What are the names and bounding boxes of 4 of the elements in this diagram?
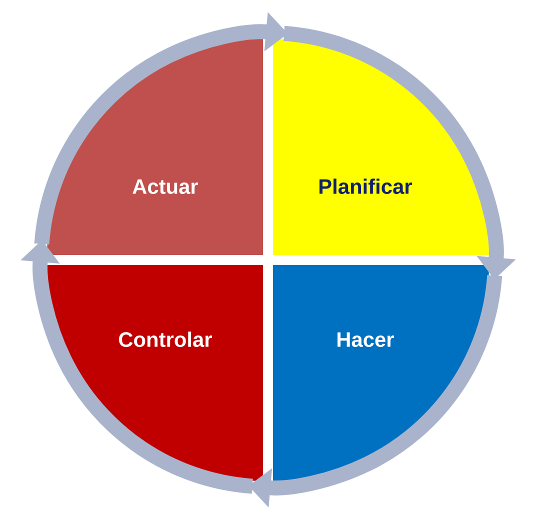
- quadrant-sector: Hacer: [273, 264, 489, 481]
- quadrant-sector: Actuar: [47, 39, 263, 255]
- quadrant-sector: Planificar: [273, 39, 489, 255]
- quadrant-sector: Controlar: [47, 264, 263, 481]
